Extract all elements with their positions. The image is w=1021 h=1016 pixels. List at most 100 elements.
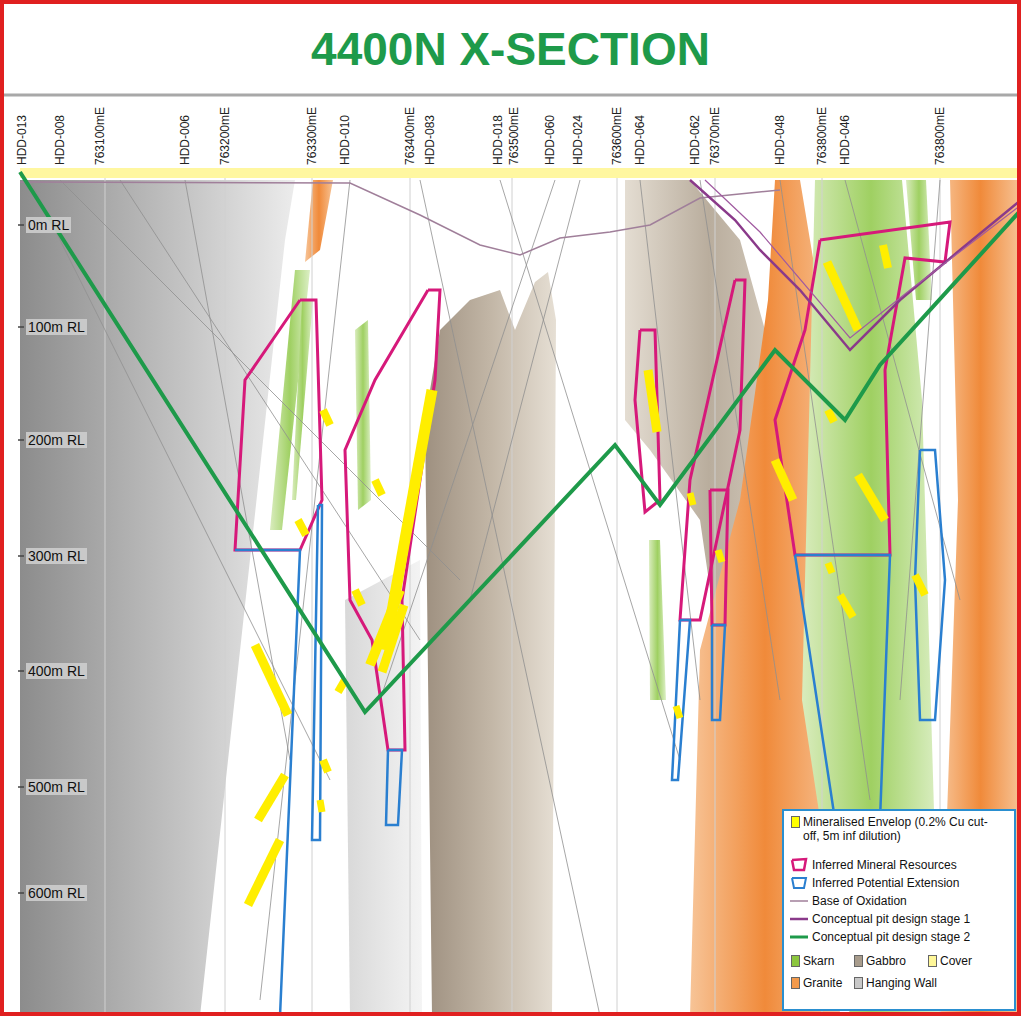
- legend-line-sample: [790, 918, 808, 921]
- skarn-body: [292, 300, 313, 500]
- mineralised-envelope: [676, 706, 680, 718]
- rl-label: 100m RL: [26, 319, 87, 335]
- inferred-resource-outline: [775, 222, 950, 555]
- mineralised-envelope: [858, 475, 885, 520]
- rl-label: 0m RL: [26, 217, 71, 233]
- easting-or-hole-label: HDD-010: [338, 115, 352, 165]
- legend-text: Inferred Mineral Resources: [812, 858, 957, 872]
- mineralised-envelope: [915, 575, 925, 595]
- legend-text: Granite: [803, 976, 842, 990]
- easting-or-hole-label: 763700mE: [708, 107, 722, 165]
- easting-or-hole-label: HDD-064: [633, 115, 647, 165]
- easting-or-hole-label: 763300mE: [305, 107, 319, 165]
- legend-text: Inferred Potential Extension: [812, 876, 959, 890]
- drill-hole-trace: [470, 180, 580, 600]
- legend-text: Gabbro: [866, 954, 906, 968]
- easting-gridline: [617, 178, 618, 1016]
- mineralised-envelope: [775, 460, 793, 500]
- easting-gridline: [512, 178, 513, 1016]
- rl-label: 500m RL: [26, 779, 87, 795]
- potential-extension-outline: [795, 555, 890, 820]
- legend-line-sample: [790, 900, 808, 902]
- legend-line-sample: [790, 901, 808, 902]
- potential-extension-outline: [712, 625, 725, 720]
- drill-hole-trace: [260, 180, 350, 1000]
- legend-text: Conceptual pit design stage 2: [812, 930, 970, 944]
- legend-swatch: [928, 955, 937, 967]
- mineralised-envelope: [255, 645, 288, 715]
- legend-line-sample: [790, 919, 808, 920]
- mineralised-envelope: [298, 520, 306, 535]
- pit-stage-2: [20, 172, 1021, 712]
- easting-or-hole-label: HDD-060: [543, 115, 557, 165]
- section-title: 4400N X-SECTION: [0, 22, 1021, 76]
- mineralised-envelope: [375, 480, 382, 495]
- potential-extension-outline: [220, 550, 300, 1016]
- rl-tick: [18, 555, 24, 557]
- legend-swatch: [854, 977, 863, 989]
- mineralised-envelope: [690, 493, 693, 505]
- mineralised-envelope: [320, 800, 322, 812]
- drill-hole-trace: [120, 180, 420, 640]
- easting-or-hole-label: HDD-083: [423, 115, 437, 165]
- cover-band: [20, 168, 1021, 178]
- rl-label: 600m RL: [26, 885, 87, 901]
- legend-swatch: [791, 977, 800, 989]
- legend-line-sample: [792, 878, 806, 888]
- easting-or-hole-label: HDD-013: [15, 115, 29, 165]
- pit-stage-1: [705, 180, 1021, 338]
- legend-line-sample: [792, 878, 806, 888]
- base-of-oxidation: [20, 182, 780, 255]
- easting-or-hole-label: HDD-046: [838, 115, 852, 165]
- easting-or-hole-label: 763500mE: [507, 107, 521, 165]
- mineralised-envelope: [828, 563, 832, 573]
- legend-swatch: [854, 955, 863, 967]
- easting-or-hole-label: HDD-018: [491, 115, 505, 165]
- mineralised-envelope: [258, 775, 285, 820]
- legend-text: Mineralised Envelop (0.2% Cu cut-off, 5m…: [803, 815, 1003, 843]
- legend-line-sample: [792, 859, 806, 870]
- granite-body: [305, 180, 333, 262]
- drill-hole-trace: [780, 180, 870, 800]
- legend-text: Conceptual pit design stage 1: [812, 912, 970, 926]
- skarn-body: [906, 180, 932, 300]
- drill-hole-trace: [60, 180, 460, 580]
- legend-line-sample: [790, 937, 808, 938]
- potential-extension-outline: [312, 505, 322, 840]
- easting-or-hole-label: 763400mE: [403, 107, 417, 165]
- mineralised-envelope: [827, 262, 858, 330]
- rl-tick: [18, 224, 24, 226]
- rl-tick: [18, 786, 24, 788]
- legend-text: Skarn: [803, 954, 834, 968]
- legend-text: Cover: [940, 954, 972, 968]
- title-rule: [4, 94, 1017, 97]
- easting-gridline: [715, 178, 716, 1016]
- drill-hole-trace: [420, 180, 600, 1016]
- inferred-resource-outline: [235, 300, 322, 550]
- mineralised-envelope: [323, 760, 328, 772]
- gabbro-body: [425, 272, 556, 1016]
- mineralised-envelope: [840, 595, 853, 617]
- legend-samples: [790, 859, 808, 937]
- rl-tick: [18, 892, 24, 894]
- easting-or-hole-label: 763800mE: [933, 107, 947, 165]
- mineralised-envelope: [648, 370, 657, 432]
- inferred-resource-outline: [710, 490, 728, 625]
- easting-or-hole-label: 763100mE: [93, 107, 107, 165]
- hanging-wall: [20, 180, 295, 1016]
- easting-gridline: [312, 178, 313, 1016]
- legend-box: [783, 810, 1015, 1010]
- potential-extension-outline: [386, 750, 402, 825]
- legend-line-sample: [790, 936, 808, 939]
- rl-label: 300m RL: [26, 548, 87, 564]
- rl-label: 200m RL: [26, 432, 87, 448]
- easting-or-hole-label: HDD-008: [53, 115, 67, 165]
- drill-hole-trace: [30, 180, 330, 780]
- mineralised-envelope: [828, 410, 834, 422]
- easting-or-hole-label: 763200mE: [218, 107, 232, 165]
- mineralised-envelope: [323, 410, 330, 425]
- easting-or-hole-label: HDD-048: [773, 115, 787, 165]
- inferred-resource-outline: [635, 330, 660, 512]
- rl-tick: [18, 670, 24, 672]
